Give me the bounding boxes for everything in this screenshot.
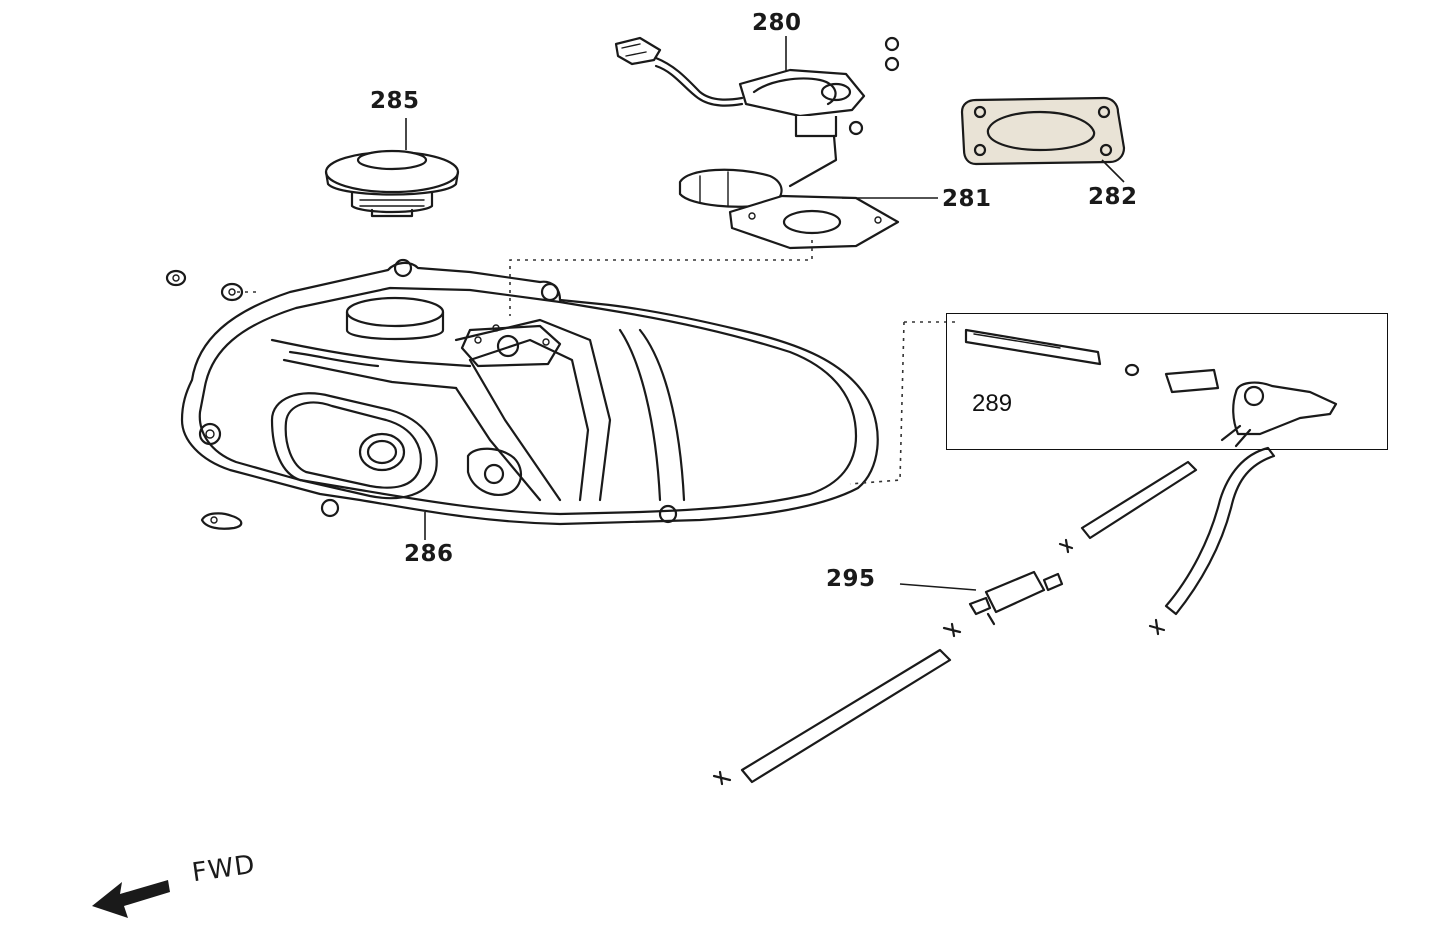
assembly-line: [509, 259, 808, 316]
fuel-tap-289: [964, 328, 1338, 448]
gasket-282: [960, 96, 1126, 183]
label-289: 289: [972, 390, 1013, 417]
label-280: 280: [752, 10, 802, 36]
label-295: 295: [826, 566, 876, 592]
fuel-hose-upper: [1080, 460, 1198, 540]
fuel-cap-285: [324, 118, 460, 218]
nut-pair: [165, 269, 244, 302]
callout-box-289: [946, 313, 1388, 450]
fuel-filter-295: [899, 570, 1064, 626]
clip: [200, 512, 243, 530]
arrow-left-icon: [92, 880, 170, 918]
gasket-281: [728, 194, 938, 250]
label-285: 285: [370, 88, 420, 114]
fuel-hose-vacuum: [1164, 446, 1276, 616]
fuel-tank-286: [180, 258, 879, 540]
fuel-hose-lower: [740, 648, 952, 784]
label-286: 286: [404, 541, 454, 567]
assembly-line: [849, 321, 905, 485]
hose-clips: [712, 538, 1166, 786]
label-281: 281: [942, 186, 992, 212]
label-282: 282: [1088, 184, 1138, 210]
fuel-sender-280: [614, 36, 900, 208]
